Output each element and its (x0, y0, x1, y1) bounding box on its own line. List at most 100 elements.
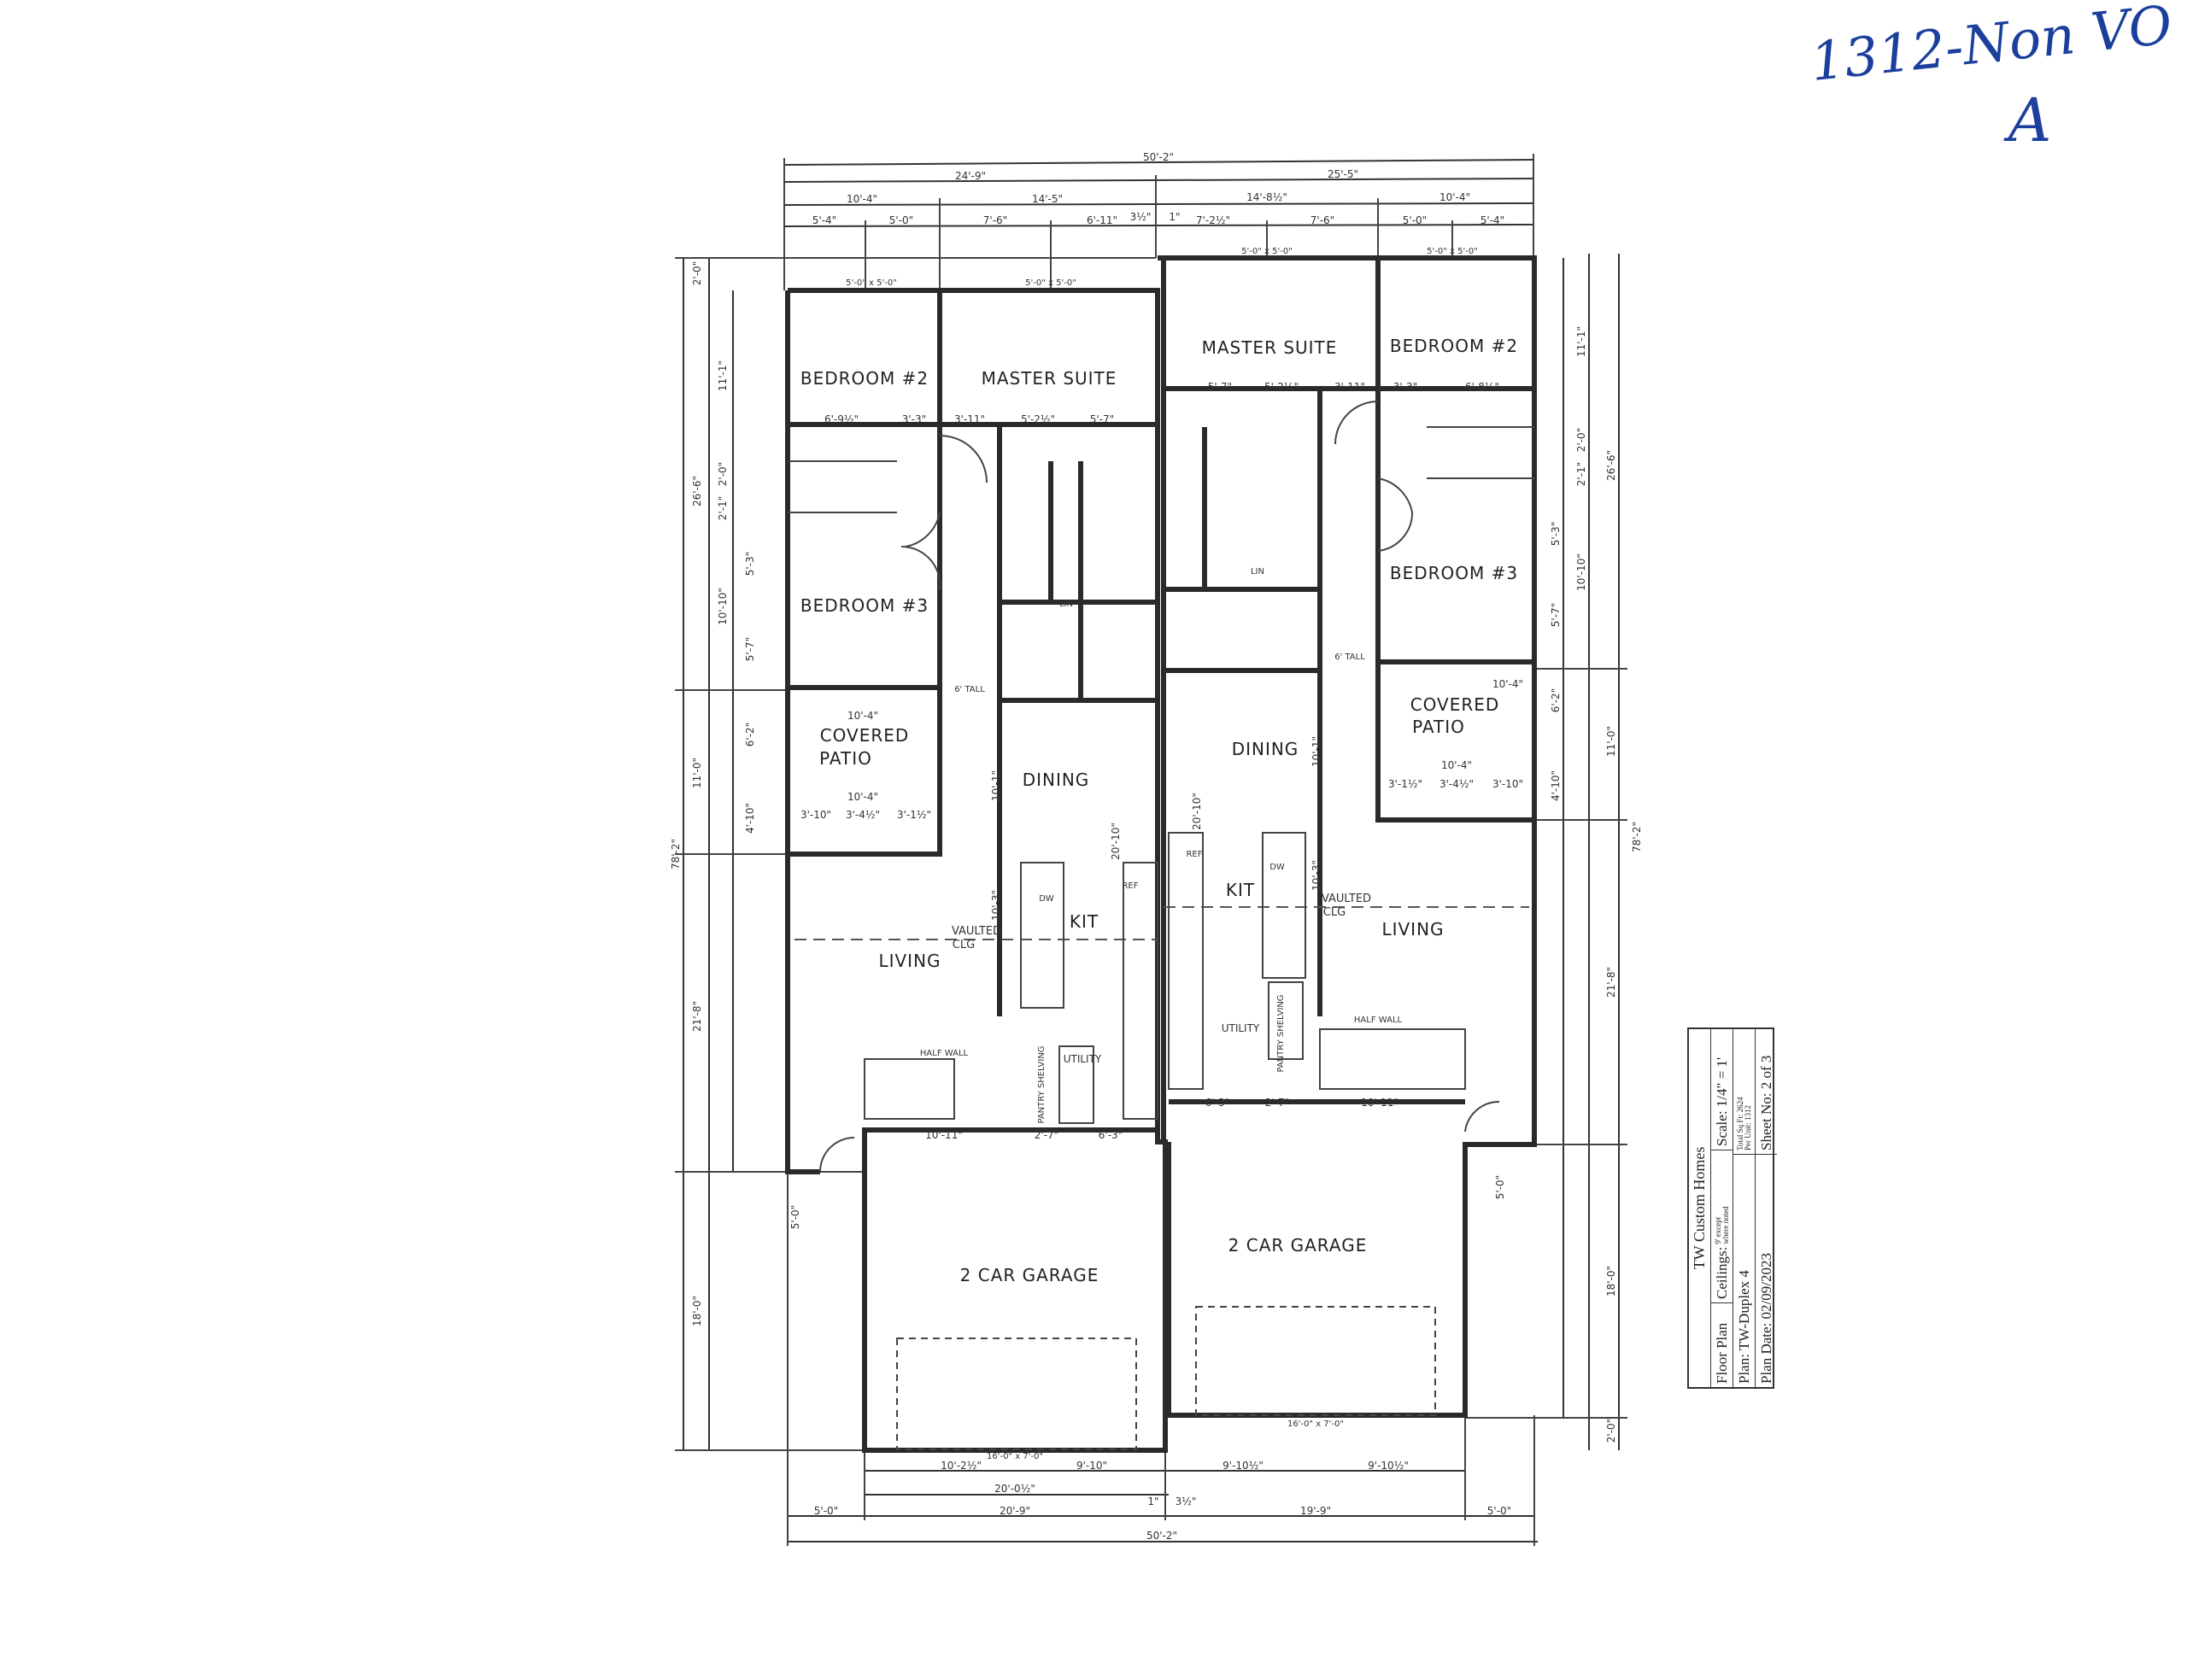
half-wall-note: HALF WALL (1354, 1016, 1403, 1025)
linen-note: LIN (1059, 600, 1073, 609)
window-size: 5'-0" x 5'-0" (1025, 278, 1076, 288)
dim-text: 2'-0" (717, 462, 729, 486)
dim-text: 9'-10" (1076, 1460, 1107, 1472)
dim-text: 7'-6" (983, 214, 1007, 226)
dim-text: 11'-0" (1605, 726, 1617, 757)
room-label-utility: UTILITY (1064, 1053, 1102, 1065)
garage-door-size: 16'-0" x 7'-0" (987, 1452, 1043, 1461)
garage-door-size: 16'-0" x 7'-0" (1287, 1420, 1344, 1429)
room-label-living: LIVING (878, 951, 941, 971)
dishwasher-note: DW (1269, 863, 1285, 872)
dim-text: 10'-4" (847, 791, 878, 803)
dim-text: 11'-1" (717, 360, 729, 391)
dim-text: 21'-8" (1605, 967, 1617, 998)
room-label-garage: 2 CAR GARAGE (960, 1265, 1099, 1285)
dim-text: 6'-8½" (1465, 381, 1499, 393)
dim-text: 3'-4½" (1439, 778, 1474, 790)
room-label-dining: DINING (1023, 770, 1090, 790)
dim-text: 5'-7" (1550, 603, 1562, 627)
dim-text: 5'-0" (814, 1505, 838, 1517)
dim-text: 10'-3" (1310, 860, 1322, 891)
dim-text: 10'-4" (1492, 678, 1523, 690)
dim-text: 14'-5" (1032, 193, 1063, 205)
dim-text: 14'-8½" (1246, 191, 1287, 203)
dim-text: 20'-10" (1110, 822, 1122, 860)
dim-text: 2'-0" (691, 261, 703, 285)
dim-text: 5'-0" (1494, 1175, 1506, 1199)
dim-overall-top: 50'-2" (1143, 151, 1174, 163)
window-size: 5'-0" x 5'-0" (1241, 247, 1293, 256)
room-label-kitchen: KIT (1226, 880, 1255, 900)
dim-text: 3½" (1176, 1496, 1197, 1507)
room-label-covered-patio: COVERED (1410, 694, 1500, 715)
dim-text: 10'-11" (1361, 1097, 1398, 1109)
dim-text: 3'-4½" (846, 809, 880, 821)
ceilings-label: Ceilings: (1713, 1246, 1730, 1299)
dim-text: 10'-4" (1441, 759, 1472, 771)
dim-text: 5'-2½" (1021, 413, 1055, 425)
dim-text: 5'-4" (1480, 214, 1504, 226)
dim-text: 20'-10" (1191, 793, 1203, 830)
room-label-covered-patio: COVERED (820, 725, 910, 746)
dim-text: 10'-10" (1575, 553, 1587, 591)
room-label-garage: 2 CAR GARAGE (1228, 1235, 1368, 1256)
room-label-living: LIVING (1381, 919, 1444, 940)
room-label-kitchen: KIT (1070, 911, 1099, 932)
interior-dimensions: 6'-9½" 3'-3" 3'-11" 5'-2½" 5'-7" 10'-4" … (800, 381, 1523, 1141)
dim-text: 3½" (1130, 211, 1152, 223)
dim-text: 10'-4" (847, 710, 878, 722)
dim-text: 3'-3" (1393, 381, 1417, 393)
dim-text: 1" (1169, 211, 1180, 223)
title-block: TW Custom Homes Floor Plan Ceilings: 9' … (1687, 1027, 1777, 1389)
dim-text: 6'-3" (1205, 1097, 1229, 1109)
scale: Scale: 1/4" = 1' (1713, 1057, 1730, 1146)
dim-text: 3'-11" (1334, 381, 1365, 393)
room-label-dining: DINING (1232, 739, 1299, 759)
dim-text: 2'-0" (1575, 428, 1587, 452)
wall-height-note: 6' TALL (954, 685, 985, 694)
dim-left-half: 24'-9" (955, 170, 986, 182)
dim-text: 26'-6" (691, 476, 703, 506)
dim-text: 18'-0" (1605, 1266, 1617, 1297)
vaulted-ceiling-note: VAULTED (952, 925, 1001, 938)
sheet-number: Sheet No: 2 of 3 (1757, 1055, 1774, 1150)
pantry-note: PANTRY SHELVING (1037, 1045, 1047, 1123)
room-label-bedroom-2: BEDROOM #2 (800, 368, 929, 389)
dim-text: 2'-1" (1575, 462, 1587, 486)
dim-text: 10'-1" (1310, 736, 1322, 767)
dim-text: 9'-10½" (1368, 1460, 1409, 1472)
left-unit: BEDROOM #2 MASTER SUITE BEDROOM #3 COVER… (785, 288, 1168, 1453)
ceilings-field: Ceilings: 9' except where noted (1711, 1150, 1733, 1302)
dim-text: 26'-6" (1605, 450, 1617, 481)
dim-text: 5'-4" (812, 214, 836, 226)
dim-text: 18'-0" (691, 1296, 703, 1326)
dim-text: 7'-2½" (1196, 214, 1230, 226)
dim-text: 10'-1" (990, 770, 1002, 801)
vaulted-ceiling-note: CLG (1323, 906, 1346, 919)
dim-text: 10'-2½" (941, 1460, 982, 1472)
dim-text: 2'-1" (717, 496, 729, 520)
dim-text: 5'-0" (1403, 214, 1427, 226)
dim-text: 5'-7" (1090, 413, 1114, 425)
dim-text: 3'-1½" (897, 809, 931, 821)
per-unit-sqft: Per Unit: 1312 (1743, 1105, 1752, 1150)
dim-text: 10'-3" (990, 890, 1002, 921)
room-label-bedroom-2: BEDROOM #2 (1390, 336, 1518, 356)
bottom-dimensions: 10'-2½" 9'-10" 9'-10½" 9'-10½" 20'-0½" 5… (787, 1172, 1538, 1546)
dim-text: 5'-2½" (1264, 381, 1299, 393)
dim-text: 20'-9" (1000, 1505, 1030, 1517)
dishwasher-note: DW (1039, 894, 1054, 904)
window-size: 5'-0" x 5'-0" (1427, 247, 1478, 256)
dim-text: 3'-10" (1492, 778, 1523, 790)
dim-text: 11'-0" (691, 758, 703, 788)
dim-text: 2'-7" (1265, 1097, 1289, 1109)
top-dimensions: 50'-2" 24'-9" 25'-5" 10'-4" 14'-5" 14'-8… (783, 151, 1534, 290)
dim-right-half: 25'-5" (1328, 168, 1358, 180)
dim-text: 10'-4" (1439, 191, 1470, 203)
dim-text: 5'-3" (1550, 522, 1562, 546)
room-label-bedroom-3: BEDROOM #3 (800, 595, 929, 616)
fridge-note: REF (1122, 881, 1138, 891)
dim-text: 3'-1½" (1388, 778, 1422, 790)
dim-text: 6'-9½" (824, 413, 859, 425)
